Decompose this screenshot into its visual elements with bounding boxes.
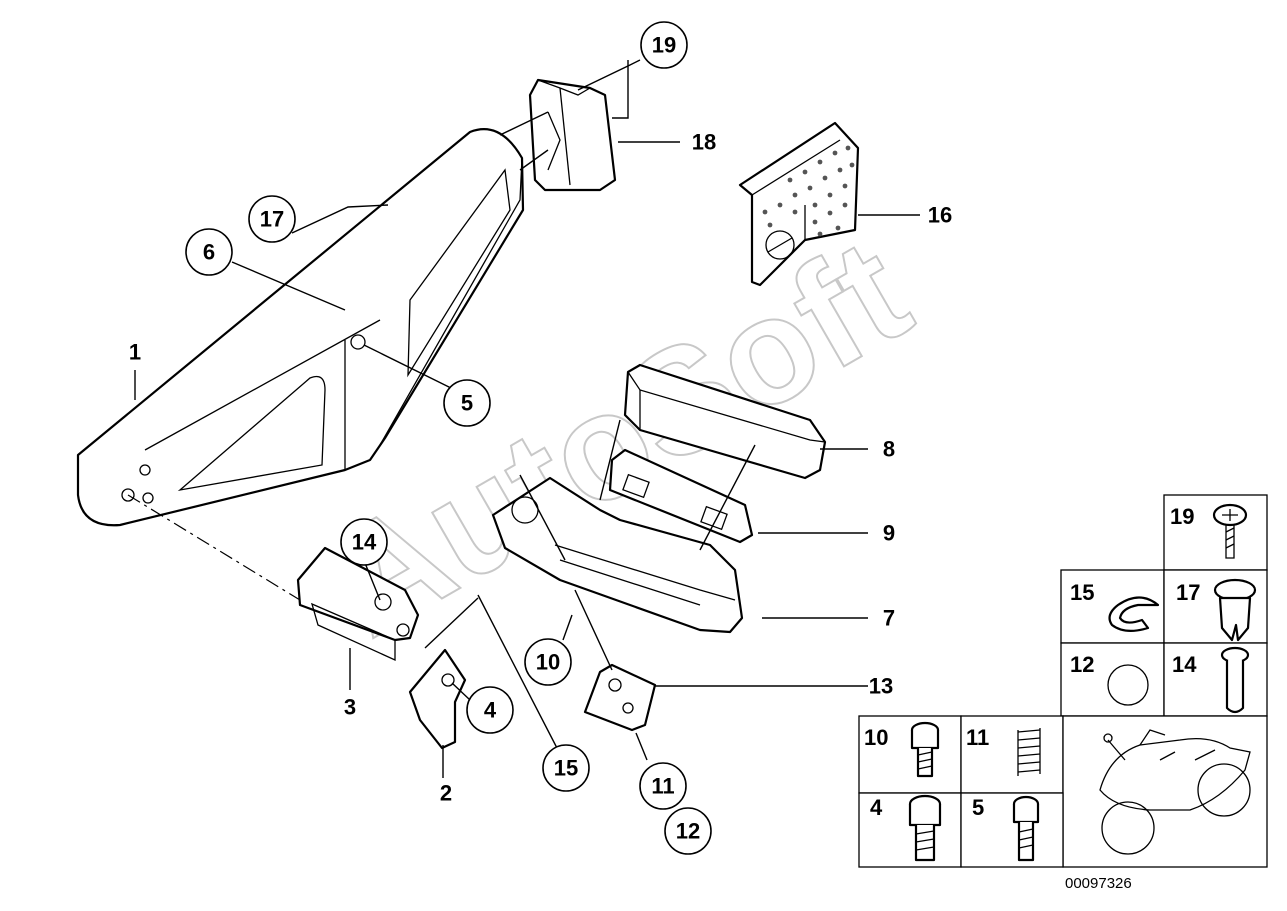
svg-text:19: 19 (652, 33, 676, 58)
leader-lines (134, 59, 920, 778)
part-13-small-plate (583, 663, 657, 732)
legend-label-14: 14 (1172, 652, 1197, 677)
svg-text:6: 6 (203, 240, 215, 265)
legend-label-19: 19 (1170, 504, 1194, 529)
legend-label-11: 11 (966, 725, 989, 750)
label-16: 16 (928, 203, 952, 228)
cap-icon (1107, 664, 1149, 706)
legend-label-5: 5 (972, 795, 984, 820)
label-13: 13 (869, 674, 893, 699)
part-1-footrest-bracket (76, 128, 525, 601)
label-18: 18 (692, 130, 716, 155)
callout-6: 6 (185, 228, 233, 276)
svg-text:5: 5 (461, 391, 473, 416)
part-8-footrest-rubber (623, 363, 827, 480)
label-8: 8 (883, 437, 895, 462)
callout-17: 17 (248, 195, 296, 243)
svg-text:4: 4 (484, 698, 497, 723)
perforation-dots (762, 145, 855, 237)
callout-4: 4 (466, 686, 514, 734)
part-2-clip (408, 648, 467, 750)
circlip-icon (1108, 596, 1160, 632)
spring-icon (1017, 728, 1041, 776)
legend-label-17: 17 (1176, 580, 1200, 605)
legend-label-4: 4 (870, 795, 883, 820)
part-7-footpeg (491, 476, 744, 634)
svg-text:12: 12 (676, 819, 700, 844)
svg-text:14: 14 (352, 530, 377, 555)
callout-11: 11 (639, 762, 687, 810)
callout-14: 14 (340, 518, 388, 566)
label-2: 2 (440, 781, 452, 806)
labels: 18 16 1 8 9 7 13 3 2 (129, 130, 952, 806)
part-3-pivot-block (296, 546, 420, 662)
diagram-id: 00097326 (1065, 875, 1132, 892)
legend-label-10: 10 (864, 725, 888, 750)
motorcycle-icon (1099, 729, 1251, 855)
legend-label-15: 15 (1070, 580, 1094, 605)
screw-with-washer-icon (1212, 503, 1248, 559)
allen-screw-long-icon (1012, 795, 1040, 862)
allen-screw-icon (908, 794, 942, 862)
allen-screw-short-icon (910, 721, 940, 778)
part-16-heel-plate (738, 121, 860, 287)
svg-text:10: 10 (536, 650, 560, 675)
label-9: 9 (883, 521, 895, 546)
callout-10: 10 (524, 638, 572, 686)
legend-label-12: 12 (1070, 652, 1094, 677)
svg-text:17: 17 (260, 207, 284, 232)
part-18-rubber-block (499, 78, 617, 192)
label-3: 3 (344, 695, 356, 720)
expanding-rivet-icon (1213, 578, 1257, 642)
callout-15: 15 (542, 744, 590, 792)
callout-5: 5 (443, 379, 491, 427)
pin-icon (1220, 646, 1250, 714)
callout-19: 19 (640, 21, 688, 69)
svg-text:11: 11 (651, 774, 674, 799)
legend-grid: 19 15 17 12 14 (858, 494, 1268, 868)
label-1: 1 (129, 340, 141, 365)
callout-12: 12 (664, 807, 712, 855)
label-7: 7 (883, 606, 895, 631)
svg-text:15: 15 (554, 756, 578, 781)
callouts: 19 17 6 5 14 4 15 10 11 12 (185, 21, 712, 855)
